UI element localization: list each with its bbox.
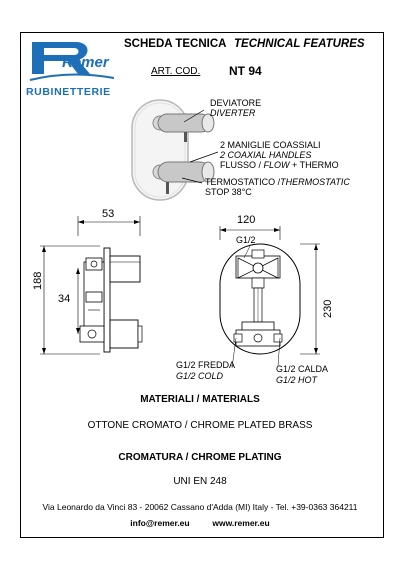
materials-title: MATERIALI / MATERIALS xyxy=(140,394,260,405)
label-thermo-it: TERMOSTATICO / xyxy=(205,177,281,187)
label-diverter-it: DEVIATORE xyxy=(210,98,262,108)
label-handles-it: 2 MANIGLIE COASSIALI xyxy=(220,140,321,150)
label-thermostatic: TERMOSTATICO /THERMOSTATIC xyxy=(205,177,350,187)
materials-value: OTTONE CROMATO / CHROME PLATED BRASS xyxy=(87,420,313,431)
footer-website-link[interactable]: www.remer.eu xyxy=(212,518,270,528)
logo-wordmark: Remer xyxy=(62,54,109,71)
label-diverter-en: DIVERTER xyxy=(210,108,256,118)
footer-email-link[interactable]: info@remer.eu xyxy=(130,518,190,528)
label-flow-thermo: + THERMO xyxy=(289,160,339,170)
title-english: TECHNICAL FEATURES xyxy=(234,38,365,50)
thread-size-top: G1/2 xyxy=(236,235,256,245)
footer-contacts: info@remer.eu www.remer.eu xyxy=(0,518,400,528)
dimension-230: 230 xyxy=(322,299,334,318)
logo-subtitle: RUBINETTERIE xyxy=(26,86,111,98)
art-code-value: NT 94 xyxy=(229,64,262,78)
title-italian: SCHEDA TECNICA xyxy=(124,38,227,50)
remer-logo xyxy=(29,42,115,81)
plating-title: CROMATURA / CHROME PLATING xyxy=(118,452,282,463)
dimension-53: 53 xyxy=(102,208,115,220)
cold-connection-it: G1/2 FREDDA xyxy=(176,360,236,370)
footer-address: Via Leonardo da Vinci 83 - 20062 Cassano… xyxy=(42,502,358,512)
cold-connection-en: G1/2 COLD xyxy=(176,371,224,381)
label-handles-en: 2 COAXIAL HANDLES xyxy=(220,150,312,160)
hot-connection-it: G1/2 CALDA xyxy=(276,364,329,374)
dimension-34: 34 xyxy=(58,293,71,305)
label-flow-it: FLUSSO / xyxy=(220,160,264,170)
hot-connection-en: G1/2 HOT xyxy=(276,375,318,385)
label-thermo-en: THERMOSTATIC xyxy=(280,177,350,187)
label-flow-en: FLOW xyxy=(263,160,290,170)
plating-standard: UNI EN 248 xyxy=(173,476,227,487)
art-code-label: ART. COD. xyxy=(151,66,201,77)
label-stop: STOP 38°C xyxy=(205,187,252,197)
dimension-120: 120 xyxy=(237,214,256,226)
label-flow: FLUSSO / FLOW + THERMO xyxy=(220,160,339,170)
product-image xyxy=(131,99,215,201)
